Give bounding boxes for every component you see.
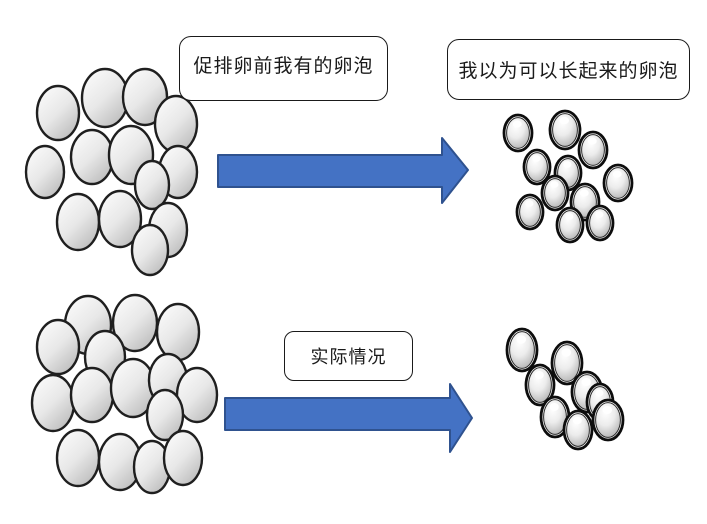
follicle <box>80 67 130 129</box>
follicle <box>612 170 622 178</box>
follicle <box>565 213 574 220</box>
follicle <box>544 178 566 208</box>
follicle <box>97 189 143 249</box>
follicle <box>30 373 76 433</box>
follicle <box>566 413 590 447</box>
label-expected-follicles: 我以为可以长起来的卵泡 <box>447 39 690 100</box>
follicle <box>549 403 559 411</box>
follicle <box>526 152 548 182</box>
follicle <box>133 159 171 211</box>
follicle <box>595 402 621 438</box>
label-before-text: 促排卵前我有的卵泡 <box>193 56 374 77</box>
follicle-cluster-before-bottom <box>30 293 219 495</box>
follicle <box>69 128 115 186</box>
label-before-stimulation: 促排卵前我有的卵泡 <box>179 36 388 101</box>
follicle <box>563 161 572 168</box>
follicle <box>559 116 570 125</box>
arrow-bottom <box>224 383 473 453</box>
follicle <box>35 318 81 376</box>
follicle-cluster-actual <box>505 327 625 451</box>
follicle <box>579 189 589 197</box>
follicle <box>130 223 170 277</box>
follicle <box>595 211 604 218</box>
follicle <box>589 208 611 238</box>
follicle <box>516 335 527 344</box>
follicle <box>55 192 101 252</box>
follicle <box>69 366 115 424</box>
label-actual-text: 实际情况 <box>310 347 387 367</box>
follicle <box>602 406 613 414</box>
follicle <box>587 137 597 145</box>
follicle <box>528 367 552 403</box>
follicle <box>525 200 534 207</box>
follicle <box>153 94 199 154</box>
follicle <box>509 331 535 369</box>
follicle <box>552 113 578 147</box>
follicle <box>162 429 204 487</box>
follicle <box>581 134 605 166</box>
follicle <box>55 428 101 488</box>
follicle <box>606 167 630 199</box>
follicle-cluster-expected <box>502 109 634 244</box>
follicle <box>550 181 559 188</box>
follicle <box>532 155 541 162</box>
arrow-top <box>217 137 469 204</box>
follicle <box>559 210 581 240</box>
follicle <box>561 348 572 357</box>
follicle <box>24 144 66 200</box>
follicle <box>35 84 81 142</box>
follicle <box>512 120 522 128</box>
follicle <box>121 67 169 127</box>
follicle <box>581 378 592 386</box>
follicle <box>519 197 541 227</box>
label-actual-situation: 实际情况 <box>284 331 413 381</box>
follicle <box>155 302 201 362</box>
follicle <box>506 117 530 149</box>
follicle <box>572 416 582 425</box>
follicle <box>145 388 185 442</box>
follicle <box>534 371 544 379</box>
follicle <box>554 344 580 382</box>
follicle <box>595 389 604 397</box>
follicle-cluster-before-top <box>24 67 199 277</box>
label-expected-text: 我以为可以长起来的卵泡 <box>458 61 679 82</box>
